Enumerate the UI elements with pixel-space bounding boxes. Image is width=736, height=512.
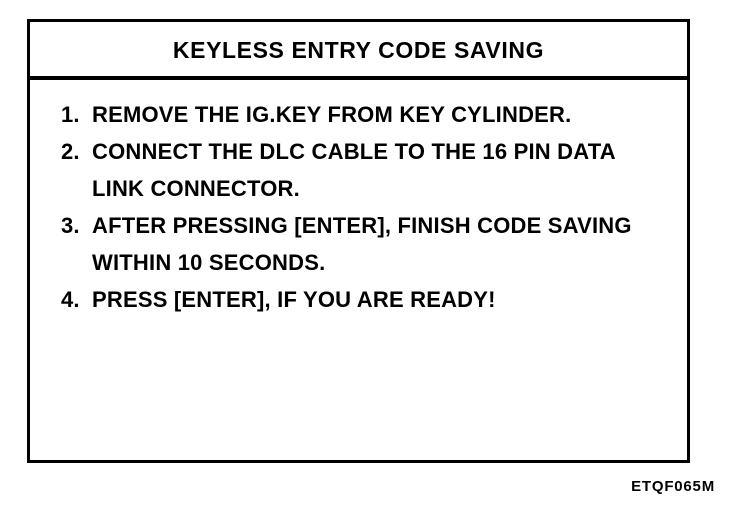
step-line-4: 4. PRESS [ENTER], IF YOU ARE READY! [61,281,679,318]
panel-header: KEYLESS ENTRY CODE SAVING [30,22,687,80]
step-line-2: 2. CONNECT THE DLC CABLE TO THE 16 PIN D… [61,133,679,170]
step-line-1: 1. REMOVE THE IG.KEY FROM KEY CYLINDER. [61,96,679,133]
step-line-3-continued: WITHIN 10 SECONDS. [61,244,679,281]
panel-title: KEYLESS ENTRY CODE SAVING [172,36,545,63]
step-text: WITHIN 10 SECONDS. [92,250,326,275]
step-number: 2. [61,139,80,164]
step-number: 4. [61,287,80,312]
instruction-list: 1. REMOVE THE IG.KEY FROM KEY CYLINDER. … [30,80,687,318]
step-text: CONNECT THE DLC CABLE TO THE 16 PIN DATA [92,139,616,164]
instruction-panel: KEYLESS ENTRY CODE SAVING 1. REMOVE THE … [27,19,690,463]
step-number: 1. [61,102,80,127]
step-number: 3. [61,213,80,238]
step-text: LINK CONNECTOR. [92,176,300,201]
step-text: REMOVE THE IG.KEY FROM KEY CYLINDER. [92,102,572,127]
step-line-3: 3. AFTER PRESSING [ENTER], FINISH CODE S… [61,207,679,244]
figure-reference-code: ETQF065M [631,478,715,495]
step-text: PRESS [ENTER], IF YOU ARE READY! [92,287,496,312]
step-text: AFTER PRESSING [ENTER], FINISH CODE SAVI… [92,213,632,238]
step-line-2-continued: LINK CONNECTOR. [61,170,679,207]
